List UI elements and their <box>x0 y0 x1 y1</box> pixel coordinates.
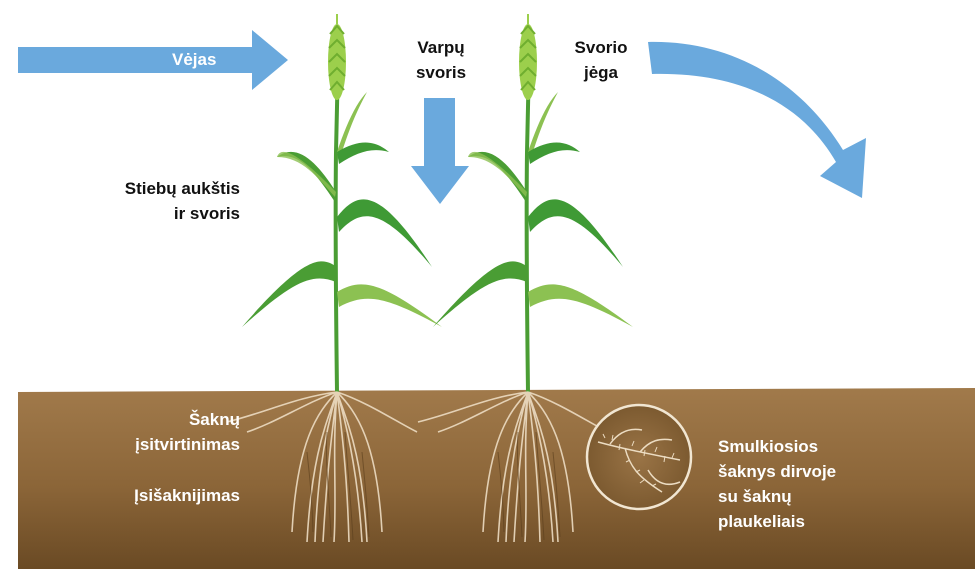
ear-weight-label-line2: svoris <box>416 63 466 82</box>
rooting-label: Įsišaknijimas <box>134 486 240 505</box>
anchorage-label-line2: įsitvirtinimas <box>135 435 240 454</box>
gravity-arrow <box>648 42 866 198</box>
ear-weight-label-line1: Varpų <box>417 38 464 57</box>
anchorage-label-line1: Šaknų <box>189 410 240 429</box>
stem-label-line1: Stiebų aukštis <box>125 179 240 198</box>
stem-label-line2: ir svoris <box>174 204 240 223</box>
wind-arrow <box>18 30 288 90</box>
fine-roots-circle <box>587 405 691 509</box>
gravity-label-line2: jėga <box>583 63 619 82</box>
fine-roots-label-line2: šaknys dirvoje <box>718 462 836 481</box>
fine-roots-label-line4: plaukeliais <box>718 512 805 531</box>
wind-label: Vėjas <box>172 50 216 69</box>
ear-weight-arrow <box>411 98 469 204</box>
fine-roots-label-line3: su šaknų <box>718 487 792 506</box>
fine-roots-label-line1: Smulkiosios <box>718 437 818 456</box>
gravity-label-line1: Svorio <box>575 38 628 57</box>
